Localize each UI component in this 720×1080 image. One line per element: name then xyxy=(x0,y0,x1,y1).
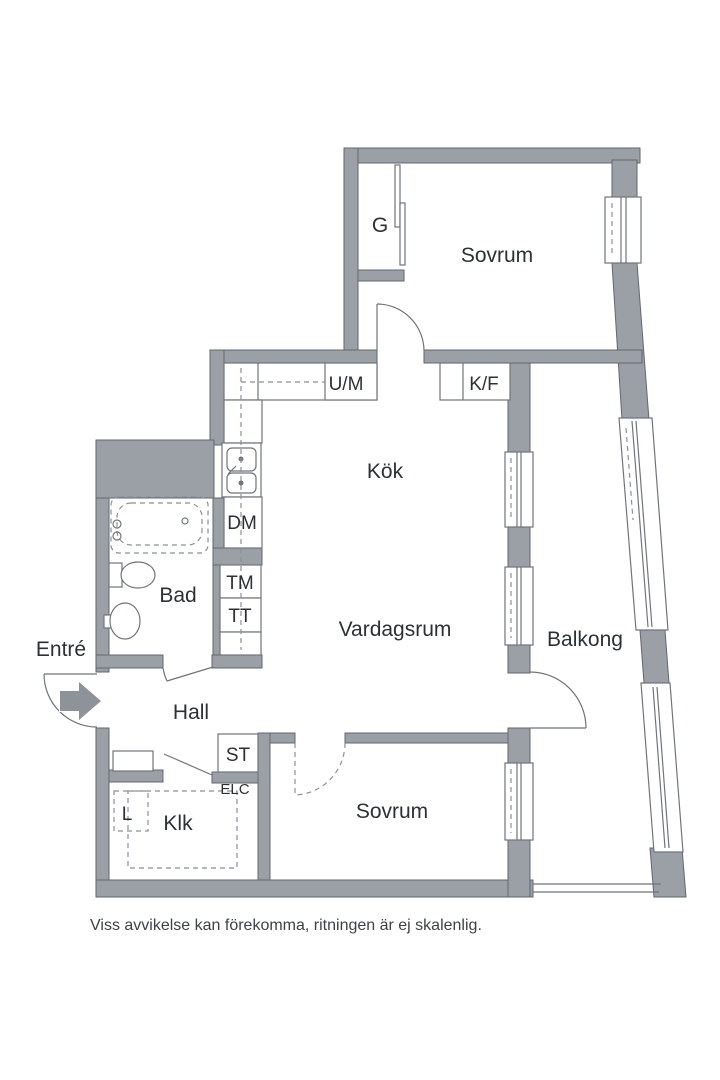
doors xyxy=(43,164,587,796)
hall-cabinet xyxy=(112,750,154,772)
wall-kitchen-top-right xyxy=(423,349,643,364)
wall-kitchen-top-left xyxy=(209,349,378,364)
door-balcony xyxy=(529,671,587,729)
wall-right-slant-upper xyxy=(611,262,650,421)
label-dm: DM xyxy=(227,513,257,534)
label-bad: Bad xyxy=(159,584,196,607)
window-bedroom2-balcony xyxy=(504,762,534,841)
wall-top xyxy=(343,147,641,164)
door-bathroom xyxy=(162,666,214,682)
label-l: L xyxy=(122,804,133,825)
hall-klk-fixtures xyxy=(112,733,259,869)
label-tt: TT xyxy=(228,606,252,627)
washbasin-icon xyxy=(103,602,141,640)
wall-laundry-divider xyxy=(212,547,263,566)
wall-bottom xyxy=(95,879,534,898)
label-vardagsrum: Vardagsrum xyxy=(339,618,452,641)
cleaning-closet xyxy=(217,733,259,773)
wall-bath-bottom-left xyxy=(95,654,164,669)
label-st: ST xyxy=(226,745,251,766)
label-hall: Hall xyxy=(173,701,209,724)
wall-closet-stub xyxy=(357,269,405,282)
wall-balcony-left-2 xyxy=(507,526,531,568)
wall-hall-bottom xyxy=(108,769,164,783)
window-bedroom-top xyxy=(604,196,642,264)
label-entre: Entré xyxy=(36,638,86,661)
label-kok: Kök xyxy=(367,460,404,483)
window-balcony-right-lower xyxy=(640,682,684,853)
bathtub-icon xyxy=(110,496,209,554)
balcony-railing xyxy=(533,883,661,893)
wall-balcony-right-pillar xyxy=(649,847,687,898)
label-closet-g: G xyxy=(372,214,388,237)
wall-balcony-left-5 xyxy=(507,839,531,898)
label-kf: K/F xyxy=(469,374,499,395)
door-bedroom2-dashed xyxy=(294,742,346,796)
wall-top-section-left xyxy=(343,147,359,361)
door-bedroom-top xyxy=(376,303,425,352)
wall-shaft-block xyxy=(95,439,215,499)
laundry-lower-cabinet xyxy=(219,631,262,656)
wall-bedroom2-top-right xyxy=(344,732,509,744)
wall-balcony-left-3 xyxy=(507,644,531,674)
disclaimer-caption: Viss avvikelse kan förekomma, ritningen … xyxy=(90,917,482,934)
entrance-direction-arrow-icon xyxy=(59,679,103,723)
label-klk: Klk xyxy=(163,812,193,835)
wall-balcony-right-mid xyxy=(639,629,670,684)
window-livingroom-balcony-2 xyxy=(504,566,534,646)
wall-bedroom2-top-left xyxy=(269,732,296,744)
toilet-icon xyxy=(108,561,156,589)
label-um: U/M xyxy=(329,374,364,395)
labels: Entré G Sovrum U/M K/F Kök DM TM TT Bad … xyxy=(36,214,623,835)
window-livingroom-balcony-1 xyxy=(504,451,534,528)
wall-balcony-left-4 xyxy=(507,727,531,764)
window-balcony-right-upper xyxy=(618,417,669,631)
label-sovrum-top: Sovrum xyxy=(461,244,533,267)
klk-storage-dashed xyxy=(127,790,238,869)
windows xyxy=(504,196,684,893)
door-klk xyxy=(163,753,213,776)
linen-closet-dashed xyxy=(113,790,149,832)
kitchen-counter-left xyxy=(223,399,263,444)
dishwasher-cabinet xyxy=(223,496,263,549)
wall-outer-left-lower xyxy=(95,727,110,898)
wall-balcony-left-1 xyxy=(507,362,531,453)
wall-kitchen-left xyxy=(209,349,225,446)
kitchen-fixtures xyxy=(219,362,511,656)
wall-outer-left-upper xyxy=(95,497,110,673)
label-tm: TM xyxy=(226,573,253,594)
fridge-freezer-cabinet xyxy=(439,362,511,401)
wall-klk-right xyxy=(257,732,271,881)
bathroom-fixtures xyxy=(103,496,209,640)
label-balkong: Balkong xyxy=(547,628,623,651)
label-elc: ELC xyxy=(220,781,249,798)
label-sovrum-bottom: Sovrum xyxy=(356,800,428,823)
sliding-door-closet-g xyxy=(394,164,406,266)
walls xyxy=(95,147,687,898)
wall-top-right-above-window xyxy=(611,159,638,201)
wall-bath-bottom-right xyxy=(211,654,263,669)
